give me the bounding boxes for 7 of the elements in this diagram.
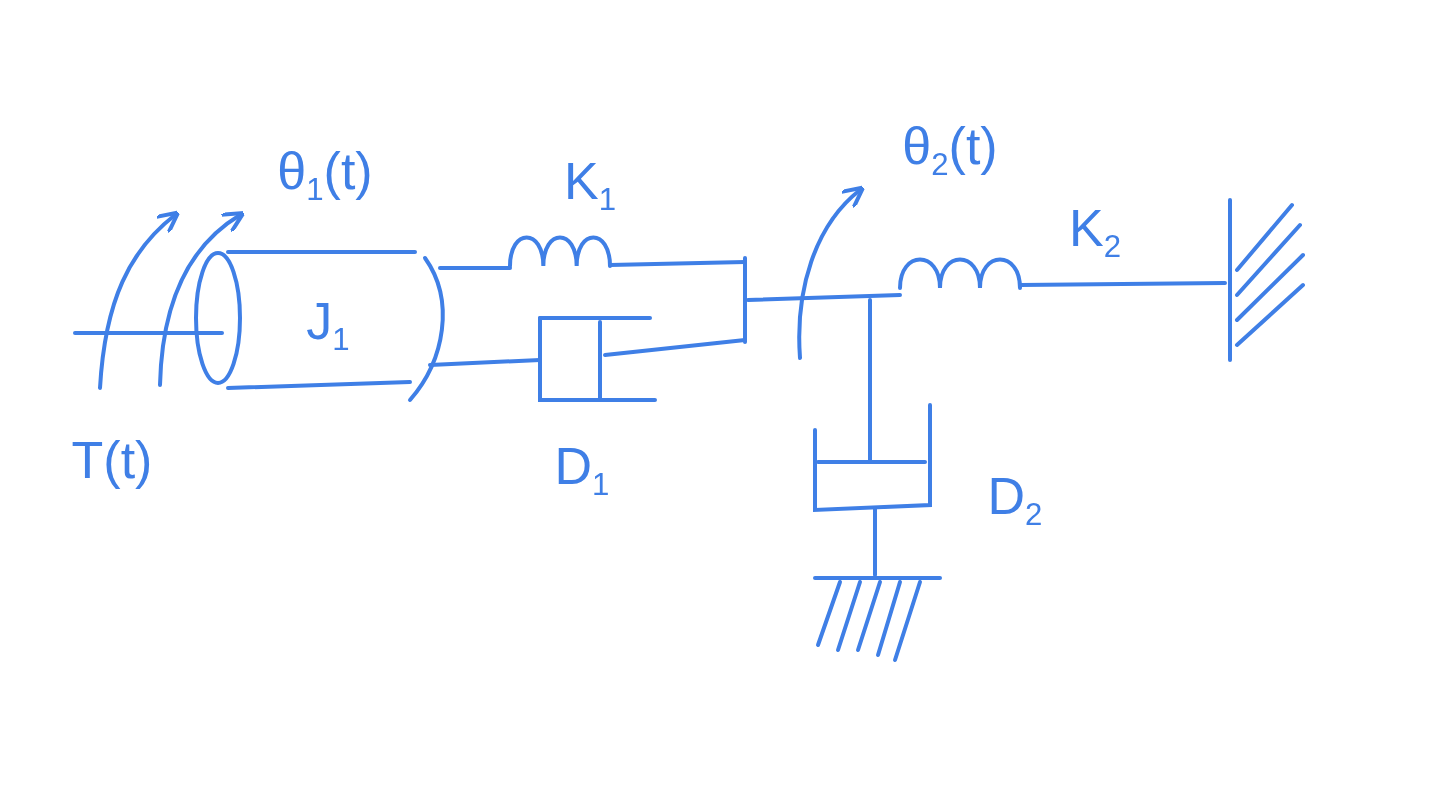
angle-label: θ$_{1}$(t): [277, 144, 373, 206]
angle-label: θ$_{2}$(t): [902, 119, 998, 181]
inertia-label: J$_{1}$: [306, 294, 350, 356]
damping-label: D$_{2}$: [987, 469, 1043, 531]
damping-label: D$_{1}$: [554, 439, 610, 501]
stiffness-label: K$_{2}$: [1069, 201, 1121, 263]
stiffness-label: K$_{1}$: [564, 154, 616, 216]
